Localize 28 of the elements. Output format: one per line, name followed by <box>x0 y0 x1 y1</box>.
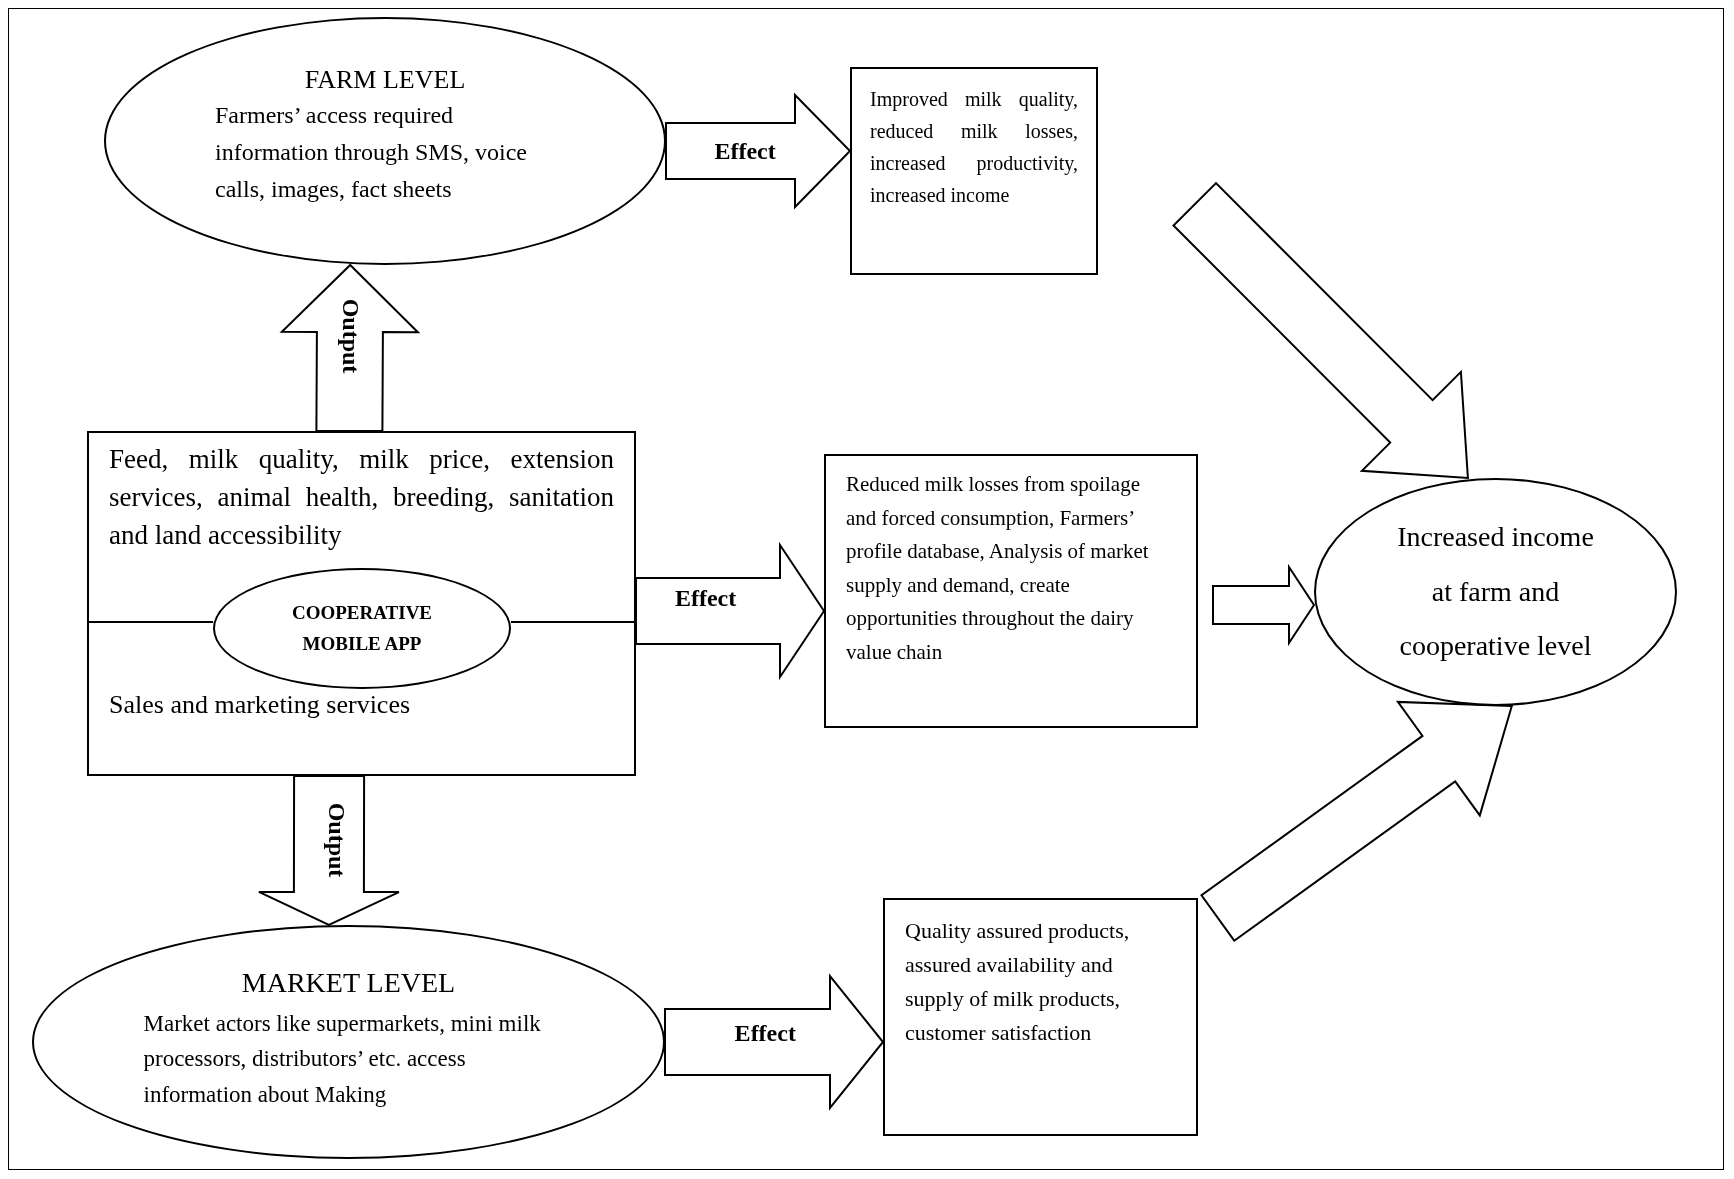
block-arrow <box>1212 563 1316 647</box>
block-arrow <box>257 774 400 927</box>
block-arrow <box>1200 700 1514 943</box>
outcome-box <box>850 67 1098 275</box>
node-text: Feed, milk quality, milk price, extension services, animal health, breeding, sanitation and land accessibility <box>109 443 614 552</box>
edge-label: Output <box>336 299 364 374</box>
block-arrow <box>279 263 421 433</box>
edge-label: Effect <box>734 1019 796 1047</box>
node-text: Increased income at farm and cooperative level <box>1396 520 1595 664</box>
level-heading: MARKET LEVEL <box>241 966 456 1001</box>
node-text: Farmers’ access required information through SMS, voice calls, images, fact sheets <box>215 101 528 205</box>
services-box <box>87 431 636 776</box>
edge-label: Effect <box>674 584 737 612</box>
node-text: COOPERATIVE MOBILE APP <box>290 601 434 656</box>
node-text: Quality assured products, assured availability and supply of milk products, customer satisfaction <box>905 917 1131 1048</box>
block-arrow <box>664 973 885 1111</box>
edge-label: Output <box>322 802 350 878</box>
edge-label: Effect <box>714 137 776 165</box>
outcome-box <box>883 898 1198 1136</box>
node-text: Improved milk quality, reduced milk losses, increased productivity, increased income <box>870 87 1078 208</box>
level-heading: FARM LEVEL <box>304 64 466 97</box>
outcome-box <box>824 454 1198 728</box>
block-arrow <box>635 541 826 681</box>
block-arrow <box>1172 181 1469 480</box>
block-arrow <box>665 92 852 210</box>
node-text: Sales and marketing services <box>109 689 411 721</box>
node-text: Reduced milk losses from spoilage and forced consumption, Farmers’ profile database, Analysis of market supply and demand, create opportunities throughout the dairy value chain <box>846 471 1150 666</box>
node-text: Market actors like supermarkets, mini milk processors, distributors’ etc. access information about Making <box>143 1009 542 1109</box>
